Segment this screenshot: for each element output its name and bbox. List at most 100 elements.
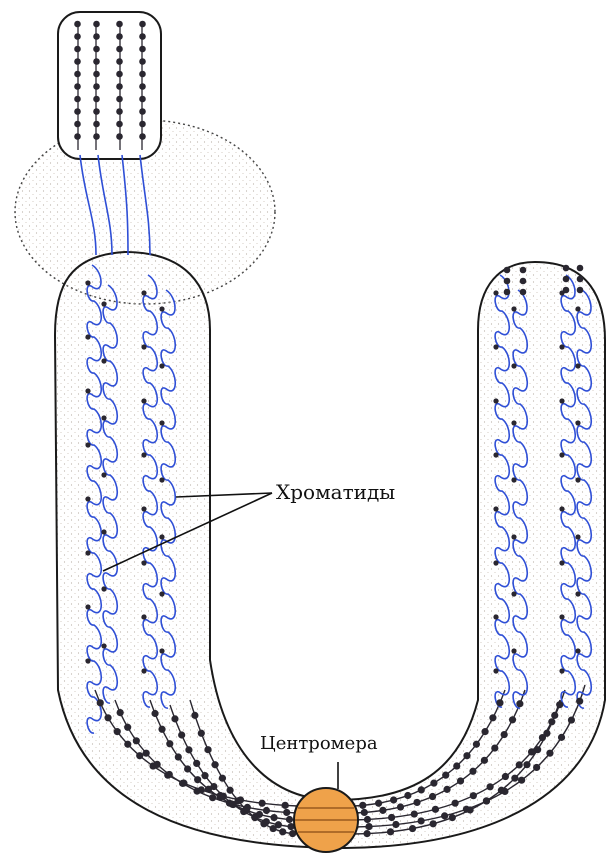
chromomere-bead	[575, 363, 580, 368]
chromomere-bead	[418, 786, 425, 793]
label-chromatids: Хроматиды	[276, 480, 395, 504]
chromomere-bead	[74, 21, 81, 28]
chromomere-bead	[179, 780, 186, 787]
chromomere-bead	[496, 699, 503, 706]
chromomere-bead	[390, 796, 397, 803]
chromomere-bead	[442, 772, 449, 779]
chromomere-bead	[469, 768, 476, 775]
chromomere-bead	[511, 420, 516, 425]
chromomere-bead	[139, 71, 146, 78]
chromomere-bead	[504, 278, 511, 285]
chromomere-bead	[178, 731, 185, 738]
chromomere-bead	[210, 783, 217, 790]
chromomere-bead	[511, 591, 516, 596]
chromomere-bead	[193, 788, 200, 795]
chromomere-bead	[430, 780, 437, 787]
chromomere-bead	[441, 812, 448, 819]
chromomere-bead	[559, 614, 564, 619]
chromomere-bead	[546, 750, 553, 757]
chromomere-bead	[470, 792, 477, 799]
chromomere-bead	[388, 814, 395, 821]
chromomere-bead	[493, 614, 498, 619]
chromomere-bead	[520, 278, 527, 285]
chromomere-bead	[139, 33, 146, 40]
chromomere-bead	[93, 21, 100, 28]
chromomere-bead	[263, 807, 270, 814]
chromomere-bead	[74, 58, 81, 65]
chromomere-bead	[493, 506, 498, 511]
chromomere-bead	[518, 777, 525, 784]
chromomere-bead	[116, 133, 123, 140]
chromomere-bead	[563, 276, 570, 283]
chromomere-bead	[404, 792, 411, 799]
chromomere-bead	[432, 806, 439, 813]
chromomere-bead	[577, 287, 584, 294]
chromomere-bead	[493, 398, 498, 403]
chromomere-bead	[498, 787, 505, 794]
chromomere-bead	[520, 289, 527, 296]
chromomere-bead	[286, 816, 293, 823]
chromomere-bead	[411, 810, 418, 817]
chromomere-bead	[74, 121, 81, 128]
chromomere-bead	[141, 452, 146, 457]
chromomere-bead	[101, 415, 106, 420]
chromomere-bead	[429, 793, 436, 800]
chromomere-bead	[473, 741, 480, 748]
chromomere-bead	[501, 731, 508, 738]
chromomere-bead	[548, 718, 555, 725]
chromomere-bead	[452, 800, 459, 807]
chromomere-bead	[504, 289, 511, 296]
chromomere-bead	[576, 698, 583, 705]
chromomere-bead	[559, 344, 564, 349]
chromomere-bead	[559, 506, 564, 511]
chromomere-bead	[234, 797, 241, 804]
chromomere-bead	[466, 806, 473, 813]
chromomere-bead	[116, 96, 123, 103]
chromomere-bead	[93, 33, 100, 40]
chromomere-bead	[418, 817, 425, 824]
chromomere-bead	[116, 21, 123, 28]
chromomere-bead	[93, 133, 100, 140]
chromomere-bead	[139, 96, 146, 103]
chromomere-bead	[533, 764, 540, 771]
chromomere-bead	[491, 744, 498, 751]
chromomere-bead	[85, 280, 90, 285]
chromomere-bead	[283, 809, 290, 816]
chromomere-bead	[175, 753, 182, 760]
chromomere-bead	[184, 765, 191, 772]
chromomere-bead	[141, 344, 146, 349]
chromomere-bead	[575, 420, 580, 425]
chromomere-bead	[141, 614, 146, 619]
chromomere-bead	[101, 643, 106, 648]
chromomere-bead	[101, 586, 106, 591]
chromomere-bead	[243, 806, 250, 813]
chromomere-bead	[270, 825, 277, 832]
chromomere-bead	[74, 133, 81, 140]
chromomere-bead	[493, 560, 498, 565]
chromomere-bead	[85, 550, 90, 555]
chromomere-bead	[361, 809, 368, 816]
chromomere-bead	[101, 529, 106, 534]
chromomere-bead	[504, 267, 511, 274]
chromomere-bead	[159, 306, 164, 311]
chromomere-bead	[559, 668, 564, 673]
chromomere-bead	[563, 265, 570, 272]
chromomere-bead	[93, 83, 100, 90]
chromomere-bead	[359, 802, 366, 809]
chromomere-bead	[85, 658, 90, 663]
chromomere-bead	[139, 46, 146, 53]
chromomere-bead	[523, 761, 530, 768]
chromomere-bead	[282, 802, 289, 809]
chromomere-bead	[74, 71, 81, 78]
chromomere-bead	[116, 83, 123, 90]
chromomere-bead	[141, 560, 146, 565]
chromomere-bead	[209, 794, 216, 801]
chromomere-bead	[154, 761, 161, 768]
chromomere-bead	[457, 777, 464, 784]
chromomere-bead	[449, 814, 456, 821]
chromomere-bead	[93, 96, 100, 103]
chromomere-bead	[139, 121, 146, 128]
chromomere-bead	[141, 668, 146, 673]
chromomere-bead	[575, 534, 580, 539]
chromomere-bead	[556, 701, 563, 708]
